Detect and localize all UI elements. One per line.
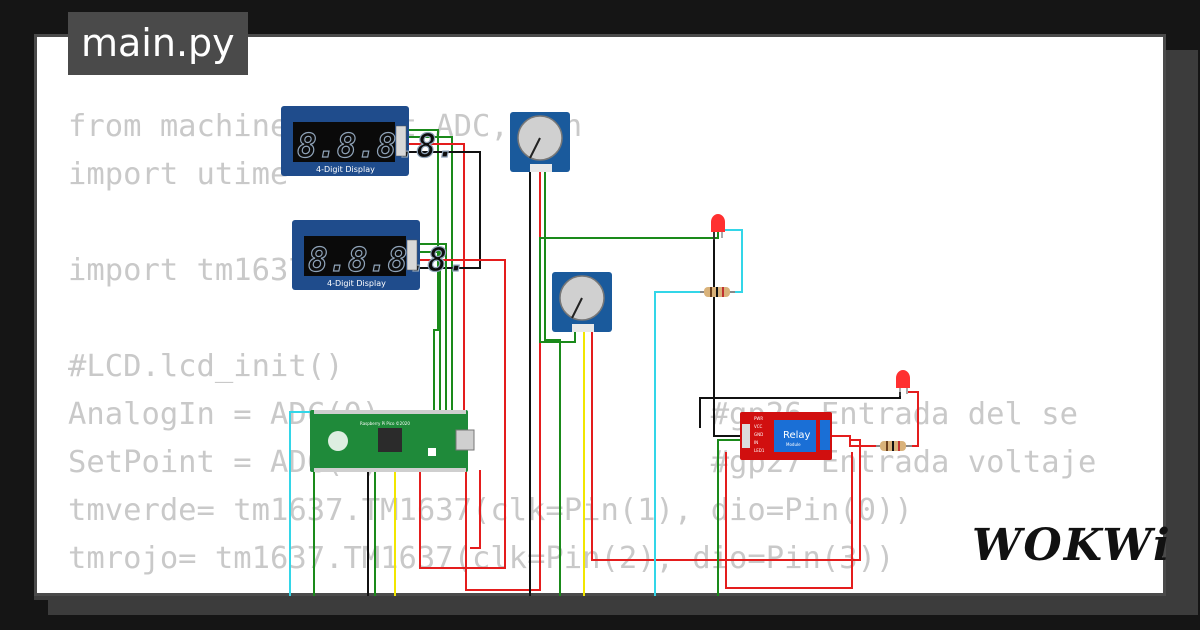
- pico-label: Raspberry Pi Pico ©2020: [360, 421, 410, 426]
- code-line: import utime: [68, 157, 289, 192]
- resistor-1[interactable]: [700, 287, 735, 297]
- wire-red: [908, 391, 919, 447]
- display-digits: 8.8.8.8.: [297, 126, 456, 165]
- wire-cyan: [724, 229, 743, 293]
- wire-green: [717, 439, 740, 600]
- relay-pin-label: IN: [754, 440, 758, 445]
- wire-red: [591, 332, 861, 561]
- wire-black: [408, 151, 481, 269]
- relay-label: Relay: [783, 430, 811, 441]
- code-line: tmverde= tm1637.TM1637(clk=Pin(1), dio=P…: [68, 493, 913, 528]
- wire-red: [470, 470, 481, 549]
- wire-cyan: [289, 411, 310, 600]
- display-label: 4-Digit Display: [316, 165, 375, 174]
- potentiometer-1[interactable]: [510, 112, 570, 172]
- wire-red: [408, 143, 465, 410]
- wire-green: [408, 136, 453, 410]
- wire-red: [830, 435, 880, 447]
- seven-segment-display-bottom[interactable]: 8.8.8.8. 4-Digit Display: [292, 220, 468, 290]
- raspberry-logo-icon: [328, 431, 348, 451]
- relay-sub-label: Module: [786, 442, 801, 447]
- wire-black: [713, 232, 740, 437]
- relay-pin-label: PWR: [754, 416, 763, 421]
- led-1[interactable]: [711, 214, 725, 240]
- file-tab[interactable]: main.py: [68, 12, 248, 75]
- relay-module[interactable]: Relay Module PWR VCC GND IN LED1: [740, 412, 832, 460]
- canvas-bottom-edge: [34, 596, 1166, 600]
- wire-green: [420, 251, 441, 410]
- wire-red: [419, 259, 506, 569]
- code-line: #LCD.lcd_init(): [68, 349, 344, 384]
- code-line: tmrele= machine.Pin(8): [68, 583, 1096, 593]
- wire-green: [539, 228, 719, 343]
- display-label: 4-Digit Display: [327, 279, 386, 288]
- code-line: import tm1637: [68, 253, 307, 288]
- potentiometer-2[interactable]: [552, 272, 612, 332]
- resistor-2[interactable]: [876, 441, 912, 451]
- wire-green: [544, 172, 561, 600]
- wire-red: [725, 452, 853, 589]
- wokwi-logo: WOKWi: [972, 520, 1172, 571]
- wires: [289, 129, 919, 600]
- code-preview: from machine import ADC, Pinimport utime…: [68, 103, 1096, 593]
- relay-pin-label: VCC: [754, 424, 763, 429]
- wire-cyan: [654, 291, 704, 600]
- wire-green: [408, 129, 439, 410]
- seven-segment-display-top[interactable]: 8.8.8.8. 4-Digit Display: [281, 106, 457, 176]
- relay-pin-label: LED1: [754, 448, 765, 453]
- wire-green: [420, 243, 447, 410]
- raspberry-pi-pico[interactable]: Raspberry Pi Pico ©2020: [310, 410, 475, 472]
- wire-red: [465, 172, 541, 591]
- led-2[interactable]: [896, 370, 910, 396]
- display-digits: 8.8.8.8.: [308, 240, 467, 279]
- relay-pin-label: GND: [754, 432, 763, 437]
